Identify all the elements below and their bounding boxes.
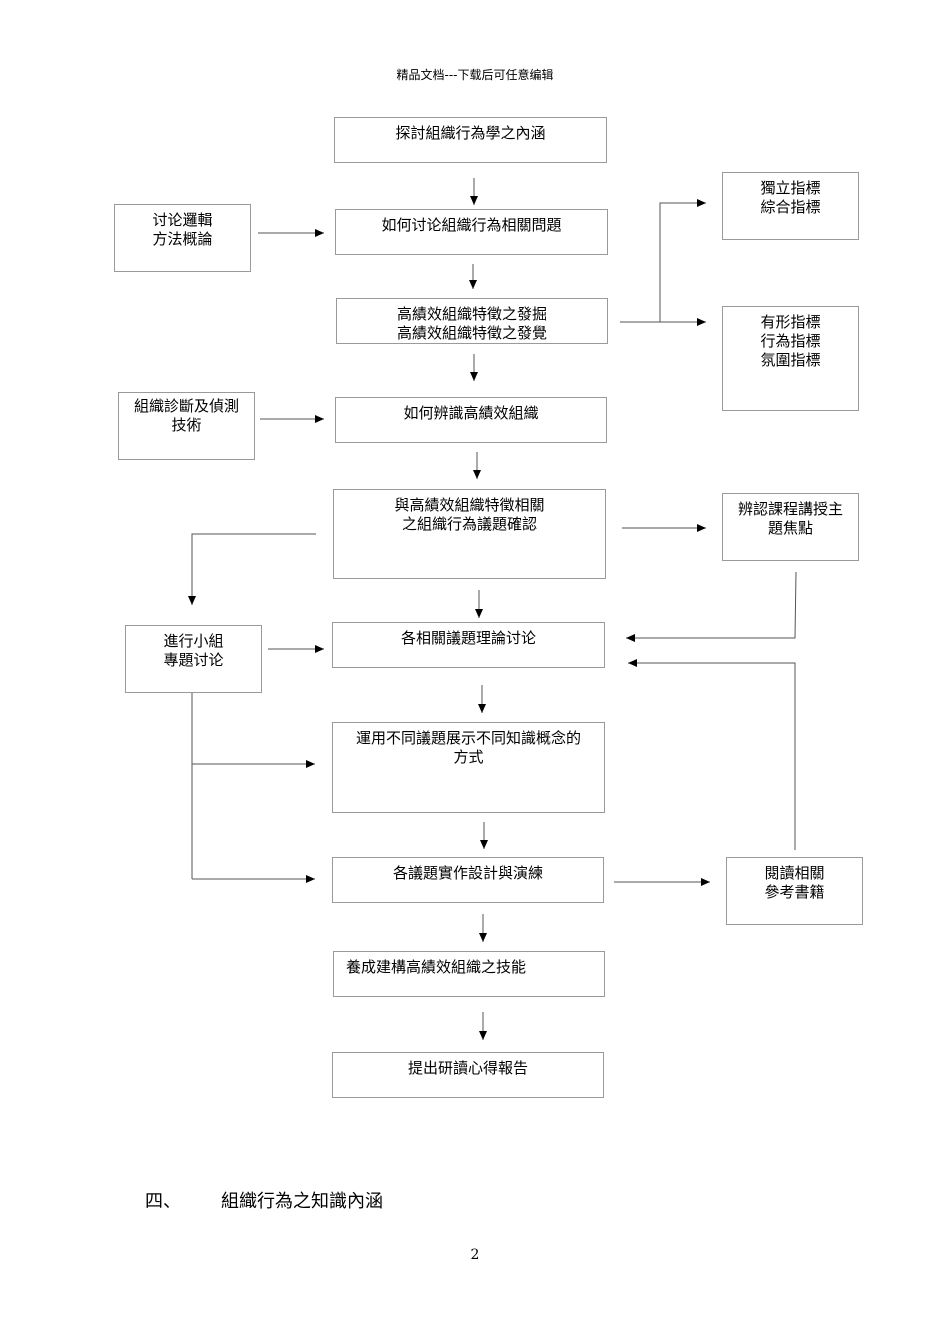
- flow-box-right-indicators-2: 有形指標 行為指標 氛圍指標: [722, 306, 859, 411]
- flow-box-right-focus: 辨認課程講授主 題焦點: [722, 493, 859, 561]
- flow-box-right-indicators-1: 獨立指標 綜合指標: [722, 172, 859, 240]
- arrow-branch-down: [188, 533, 316, 605]
- flow-box-main-5: 與高績效組織特徵相關 之組織行為議題確認: [333, 489, 606, 579]
- arrow-focus-back: [626, 571, 797, 642]
- flow-box-main-2: 如何讨论組織行為相關問題: [335, 209, 608, 255]
- flow-box-left-diagnosis: 組織診斷及偵測 技術: [118, 392, 255, 460]
- flow-box-main-10: 提出研讀心得報告: [332, 1052, 604, 1098]
- arrow-box3-up: [659, 199, 706, 322]
- flow-box-main-9: 養成建構高績效組織之技能: [333, 951, 605, 997]
- flow-box-left-group: 進行小組 專題讨论: [125, 625, 262, 693]
- flow-box-main-1: 探討組織行為學之內涵: [334, 117, 607, 163]
- page-header: 精品文档---下载后可任意编辑: [396, 68, 554, 82]
- flow-box-right-reading: 閱讀相關 參考書籍: [726, 857, 863, 925]
- flow-box-main-6: 各相關議題理論讨论: [332, 622, 605, 668]
- flow-box-left-logic: 讨论邏輯 方法概論: [114, 204, 251, 272]
- arrow-reading-back: [628, 659, 796, 850]
- section-title: 組織行為之知識內涵: [221, 1191, 383, 1212]
- flow-box-main-4: 如何辨識高績效組織: [335, 397, 607, 443]
- section-number: 四、: [145, 1191, 181, 1212]
- flow-box-main-3: 高績效組織特徵之發掘 高績效組織特徵之發覺: [336, 298, 608, 344]
- flow-box-main-8: 各議題實作設計與演練: [332, 857, 604, 903]
- flow-box-main-7: 運用不同議題展示不同知識概念的 方式: [332, 722, 605, 813]
- page-number: 2: [470, 1247, 480, 1263]
